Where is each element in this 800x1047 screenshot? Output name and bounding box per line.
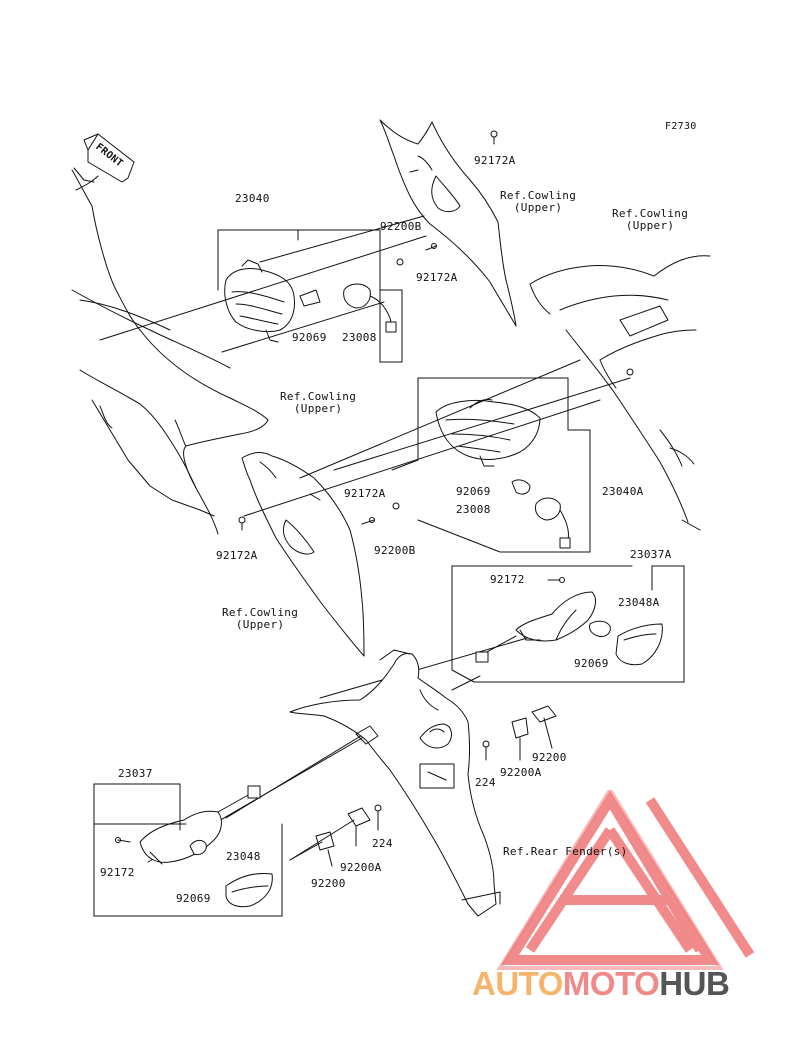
part-23008-middle[interactable]: 23008 [456,503,491,516]
automotohub-watermark-text: AUTOMOTOHUB [472,965,730,1003]
part-23048[interactable]: 23048 [226,850,261,863]
ref-cowling-upper-left: Ref.Cowling (Upper) [280,390,357,415]
part-92200B-middle[interactable]: 92200B [374,544,416,557]
part-92172A-lower[interactable]: 92172A [216,549,258,562]
part-92200B-upper[interactable]: 92200B [380,220,422,233]
ref-rear-fender: Ref.Rear Fender(s) [503,845,628,858]
ref-cowling-upper-top: Ref.Cowling (Upper) [500,189,577,214]
part-92200A-left[interactable]: 92200A [340,861,382,874]
part-92069-left[interactable]: 92069 [176,892,211,905]
left-cowling-drawing [71,167,269,535]
part-92172-left[interactable]: 92172 [100,866,135,879]
figure-id: F2730 [665,121,697,132]
cowling-upper-piece-top [379,119,517,327]
brand-auto: AUTO [472,965,563,1002]
part-92172-right[interactable]: 92172 [490,573,525,586]
bracket-clips-right [482,705,557,761]
part-92172A-top[interactable]: 92172A [474,154,516,167]
part-92200-right[interactable]: 92200 [532,751,567,764]
cowling-right-drawing [529,255,711,531]
part-92200-left[interactable]: 92200 [311,877,346,890]
part-23037A[interactable]: 23037A [630,548,672,561]
part-23040A[interactable]: 23040A [602,485,644,498]
turn-signal-front-left-drawing [224,243,437,343]
part-92069-middle[interactable]: 92069 [456,485,491,498]
front-arrow-icon [83,133,135,183]
ref-cowling-upper-right: Ref.Cowling (Upper) [612,207,689,232]
brand-hub: HUB [659,965,730,1002]
part-224-left[interactable]: 224 [372,837,393,850]
bracket-clips-left [289,804,382,867]
turn-signal-rear-right-drawing [475,577,663,666]
part-23048A[interactable]: 23048A [618,596,660,609]
part-92172A-middle[interactable]: 92172A [344,487,386,500]
part-92069-upper[interactable]: 92069 [292,331,327,344]
part-23037[interactable]: 23037 [118,767,153,780]
part-92172A-upper[interactable]: 92172A [416,271,458,284]
part-92069-right[interactable]: 92069 [574,657,609,670]
cowling-upper-piece-middle [238,451,365,657]
rear-fender-drawing [289,649,501,917]
part-92200A-right[interactable]: 92200A [500,766,542,779]
automotohub-logo-icon [496,790,755,970]
part-23040[interactable]: 23040 [235,192,270,205]
turn-signal-front-right-drawing [361,399,571,549]
part-224-right[interactable]: 224 [475,776,496,789]
ref-cowling-upper-middle: Ref.Cowling (Upper) [222,606,299,631]
part-23008-upper[interactable]: 23008 [342,331,377,344]
brand-moto: MOTO [562,965,660,1002]
